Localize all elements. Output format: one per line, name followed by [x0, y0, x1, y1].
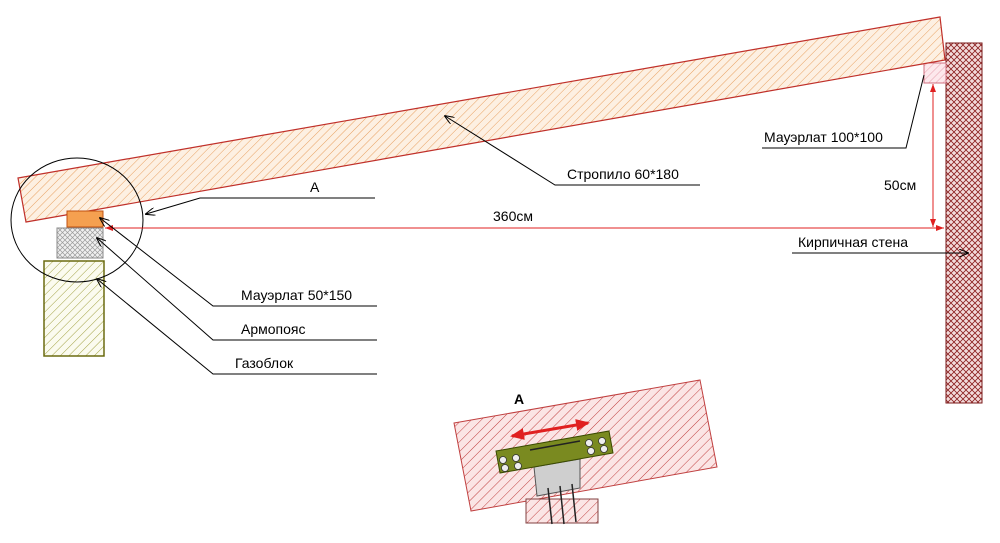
detail-nail: [571, 483, 577, 523]
detail-nail: [547, 487, 553, 525]
callout-a-label: A: [310, 179, 320, 195]
brick-wall-label: Кирпичная стена: [798, 234, 908, 250]
rafter-label: Стропило 60*180: [567, 166, 679, 182]
mauerlat-bottom: [66, 210, 104, 228]
detail-slot: [529, 440, 581, 451]
mauerlat-top: [923, 62, 947, 84]
detail-movement-arrow: [510, 419, 590, 440]
armopoyas-label: Армопояс: [241, 321, 305, 337]
detail-bolt: [587, 447, 595, 455]
detail-bolt: [598, 437, 606, 445]
detail-circle: [10, 157, 144, 283]
mauerlat-top-label: Мауэрлат 100*100: [764, 129, 883, 145]
detail-bolt: [514, 462, 522, 470]
rafter-leader: [445, 116, 700, 186]
brick-wall: [945, 42, 983, 404]
armopoyas-leader: [97, 238, 377, 341]
gazoblok-label: Газоблок: [235, 355, 294, 371]
detail-a: A: [453, 379, 718, 525]
gazoblok: [43, 260, 105, 357]
detail-title: A: [514, 391, 524, 407]
callout-a-leader: [146, 197, 375, 214]
mauerlat-bottom-leader: [100, 218, 377, 307]
mauerlat-top-leader: [762, 74, 925, 149]
span-dimension-label: 360см: [493, 208, 533, 224]
armopoyas: [56, 227, 104, 259]
detail-bolt: [499, 456, 507, 464]
detail-nail: [559, 485, 565, 525]
detail-bolt: [512, 454, 520, 462]
rafter: [17, 16, 946, 223]
detail-bolt: [600, 445, 608, 453]
detail-bolt: [501, 464, 509, 472]
mauerlat-bottom-label: Мауэрлат 50*150: [241, 287, 352, 303]
detail-bolt: [585, 439, 593, 447]
gazoblok-leader: [97, 279, 377, 375]
height-dimension-label: 50см: [884, 177, 916, 193]
